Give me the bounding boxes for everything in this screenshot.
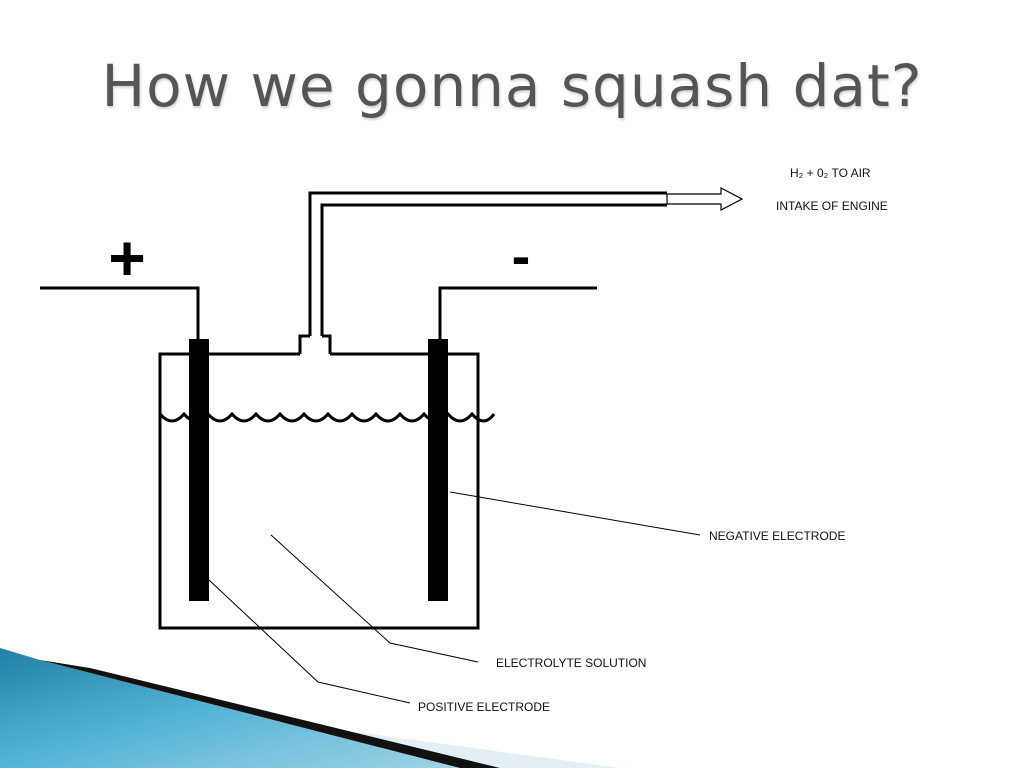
- intake-label: INTAKE OF ENGINE: [776, 199, 888, 213]
- positive-electrode: [189, 339, 209, 601]
- negative-electrode: [428, 339, 448, 601]
- minus-sign: -: [512, 224, 531, 287]
- gas-outlet-tube: [308, 191, 667, 336]
- plus-sign: +: [108, 222, 145, 294]
- positive-wire: [40, 286, 200, 342]
- gas-output-label: H₂ + 0₂ TO AIR: [790, 166, 871, 180]
- negative-electrode-leader: [449, 491, 701, 536]
- slide-title: How we gonna squash dat?: [101, 52, 923, 120]
- negative-electrode-label: NEGATIVE ELECTRODE: [709, 529, 845, 543]
- decorative-swoosh: [0, 648, 620, 768]
- electrolysis-tank: [158, 334, 480, 630]
- electrolyte-label: ELECTROLYTE SOLUTION: [496, 656, 646, 670]
- positive-electrode-label: POSITIVE ELECTRODE: [418, 700, 550, 714]
- gas-flow-arrow: [666, 187, 744, 211]
- negative-wire: [438, 286, 597, 342]
- electrolyte-leader: [270, 534, 479, 663]
- positive-electrode-leader: [208, 579, 411, 704]
- leader-lines: [208, 491, 701, 704]
